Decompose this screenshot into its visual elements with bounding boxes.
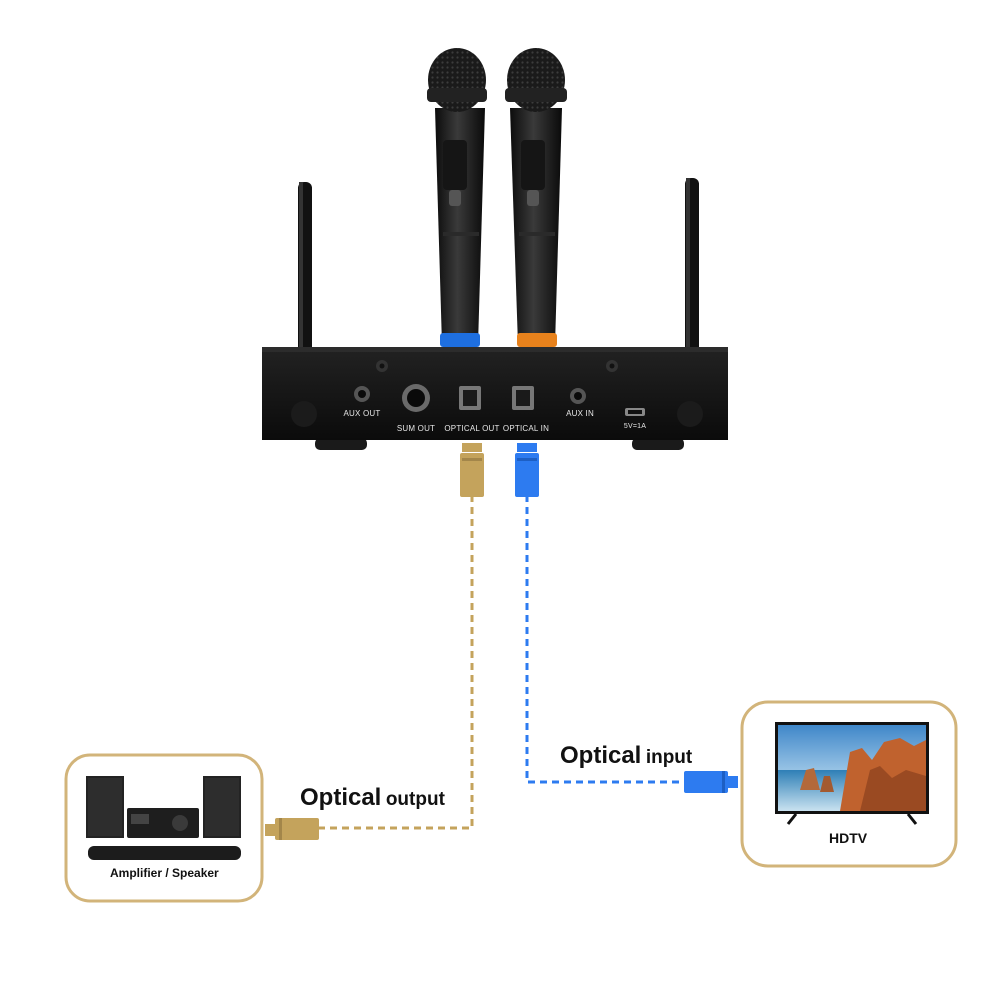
optical-input-label-bold: Optical — [560, 742, 642, 769]
amplifier-speaker-card — [64, 753, 264, 903]
power-label: 5V=1A — [623, 423, 647, 430]
sum-out-jack — [402, 384, 430, 412]
receiver-unit — [262, 347, 728, 450]
microphone-right — [505, 48, 567, 347]
aux-in-label: AUX IN — [566, 409, 594, 418]
aux-out-jack — [354, 386, 370, 402]
microphone-left — [427, 48, 487, 347]
aux-out-label: AUX OUT — [343, 409, 381, 418]
optical-out-label: OPTICAL OUT — [444, 424, 500, 433]
optical-output-cable — [265, 443, 484, 840]
optical-input-label-rest: input — [645, 747, 693, 768]
optical-input-label: Optical input — [560, 742, 692, 770]
optical-input-cable — [515, 443, 738, 793]
sum-out-label: SUM OUT — [396, 424, 436, 433]
optical-output-label-bold: Optical — [300, 784, 382, 811]
usb-power-port — [625, 408, 645, 416]
optical-output-label: Optical output — [300, 784, 445, 812]
optical-output-label-rest: output — [385, 789, 445, 810]
hdtv-card — [740, 700, 958, 868]
hdtv-caption: HDTV — [829, 830, 868, 846]
amplifier-caption: Amplifier / Speaker — [110, 866, 219, 880]
optical-in-port — [512, 386, 534, 410]
aux-in-jack — [570, 388, 586, 404]
optical-out-port — [459, 386, 481, 410]
optical-in-label: OPTICAL IN — [502, 424, 550, 433]
